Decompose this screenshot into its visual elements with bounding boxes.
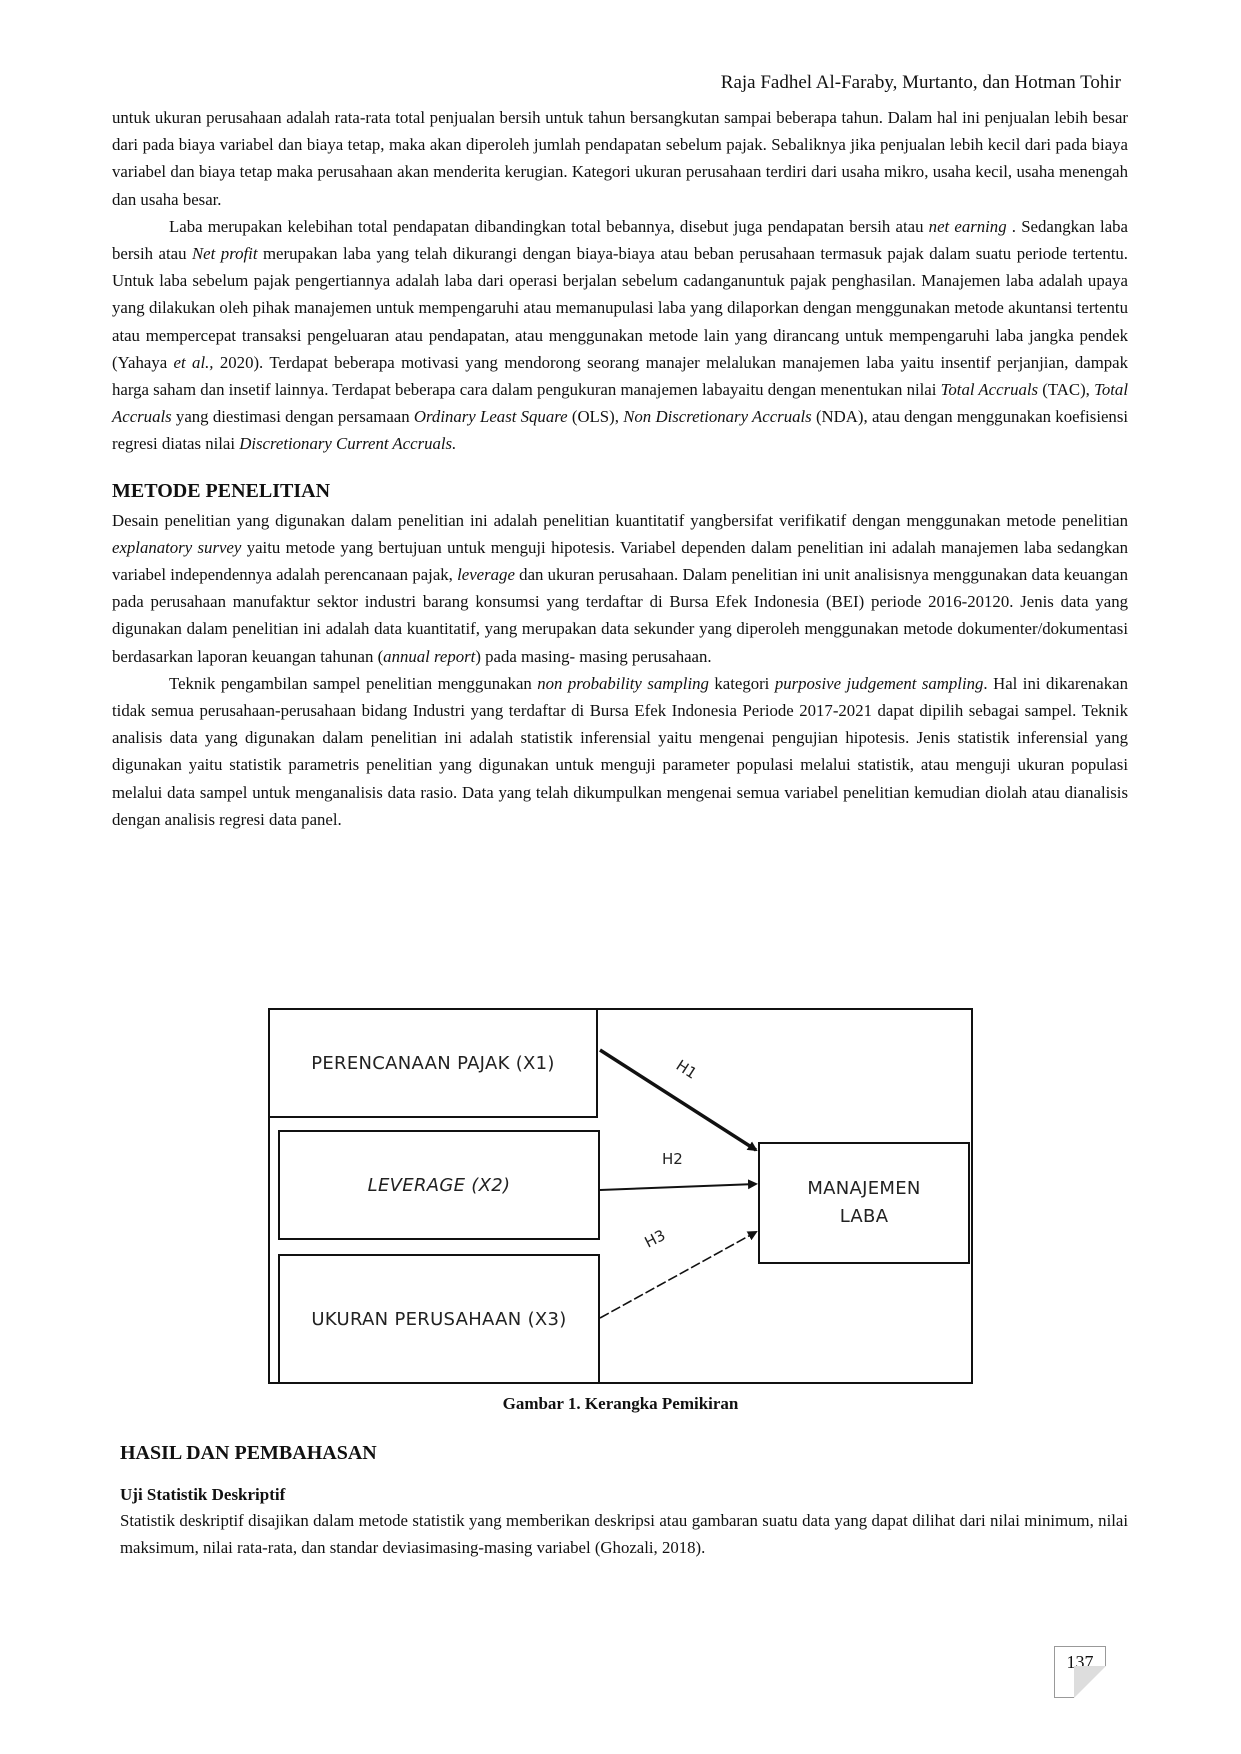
box-manajemen-laba: MANAJEMEN LABA: [758, 1142, 970, 1264]
box-perencanaan-pajak: PERENCANAAN PAJAK (X1): [268, 1008, 598, 1118]
framework-diagram: PERENCANAAN PAJAK (X1) LEVERAGE (X2) UKU…: [268, 1008, 973, 1384]
arrow-h3: [599, 1231, 758, 1319]
subsection-heading-deskriptif: Uji Statistik Deskriptif: [120, 1485, 286, 1504]
section-heading-metode: METODE PENELITIAN: [112, 479, 331, 502]
box-ukuran-perusahaan: UKURAN PERUSAHAAN (X3): [278, 1254, 600, 1384]
label-h2: H2: [662, 1150, 683, 1168]
figure-caption: Gambar 1. Kerangka Pemikiran: [502, 1394, 739, 1413]
intro-paragraph-1: untuk ukuran perusahaan adalah rata-rata…: [112, 108, 1128, 209]
running-header: Raja Fadhel Al-Faraby, Murtanto, dan Hot…: [720, 72, 1121, 93]
intro-paragraph-2: Laba merupakan kelebihan total pendapata…: [112, 216, 1129, 454]
label-h1: H1: [673, 1056, 700, 1082]
label-h3: H3: [642, 1226, 669, 1251]
arrows-layer: H1 H2 H3: [599, 1048, 758, 1319]
article-body: untuk ukuran perusahaan adalah rata-rata…: [112, 104, 1128, 833]
arrow-h2: [599, 1179, 758, 1191]
metode-paragraph-2: Teknik pengambilan sampel penelitian men…: [112, 673, 1128, 829]
section-heading-hasil: HASIL DAN PEMBAHASAN: [120, 1442, 377, 1464]
box-y-line2: LABA: [839, 1206, 889, 1227]
arrow-h1: [599, 1048, 758, 1152]
hasil-paragraph-1: Statistik deskriptif disajikan dalam met…: [120, 1511, 1128, 1558]
metode-paragraph-1: Desain penelitian yang digunakan dalam p…: [112, 510, 1129, 666]
box-y-line1: MANAJEMEN: [807, 1178, 921, 1199]
box-leverage: LEVERAGE (X2): [278, 1130, 600, 1240]
results-section: HASIL DAN PEMBAHASAN Uji Statistik Deskr…: [120, 1430, 1128, 1561]
page-fold-icon: [1074, 1666, 1106, 1698]
page-number: 137: [1054, 1646, 1106, 1698]
